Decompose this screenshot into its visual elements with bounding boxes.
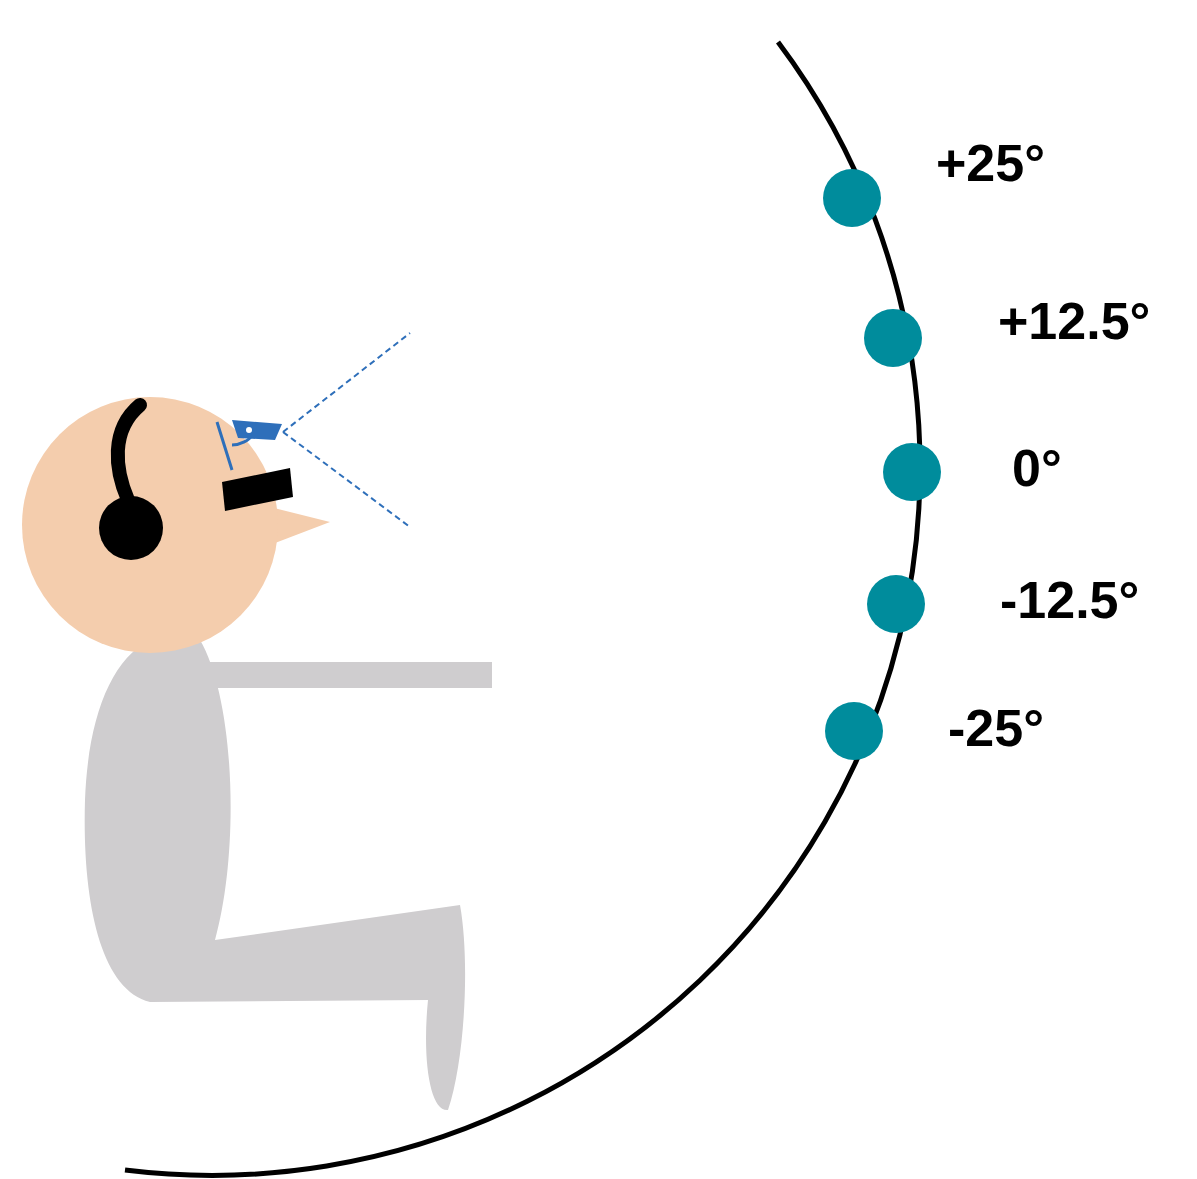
angle-label: -12.5° <box>1000 574 1139 626</box>
target-dot <box>825 702 883 760</box>
target-dot <box>867 575 925 633</box>
view-line <box>283 432 410 527</box>
face-bar <box>222 468 293 511</box>
camera-lens <box>246 427 252 433</box>
target-dot <box>864 309 922 367</box>
headphone-cup <box>99 496 163 560</box>
glasses-frame <box>217 422 252 470</box>
target-dot <box>883 443 941 501</box>
angle-label: +25° <box>936 137 1045 189</box>
body-shape <box>85 640 465 1110</box>
arm-shape <box>195 662 492 688</box>
angle-label: 0° <box>1012 442 1062 494</box>
angle-label: -25° <box>948 702 1044 754</box>
angle-label: +12.5° <box>998 295 1150 347</box>
eye-camera <box>232 420 282 440</box>
view-line <box>283 333 410 432</box>
headphone-band <box>118 405 140 500</box>
target-dot <box>823 169 881 227</box>
